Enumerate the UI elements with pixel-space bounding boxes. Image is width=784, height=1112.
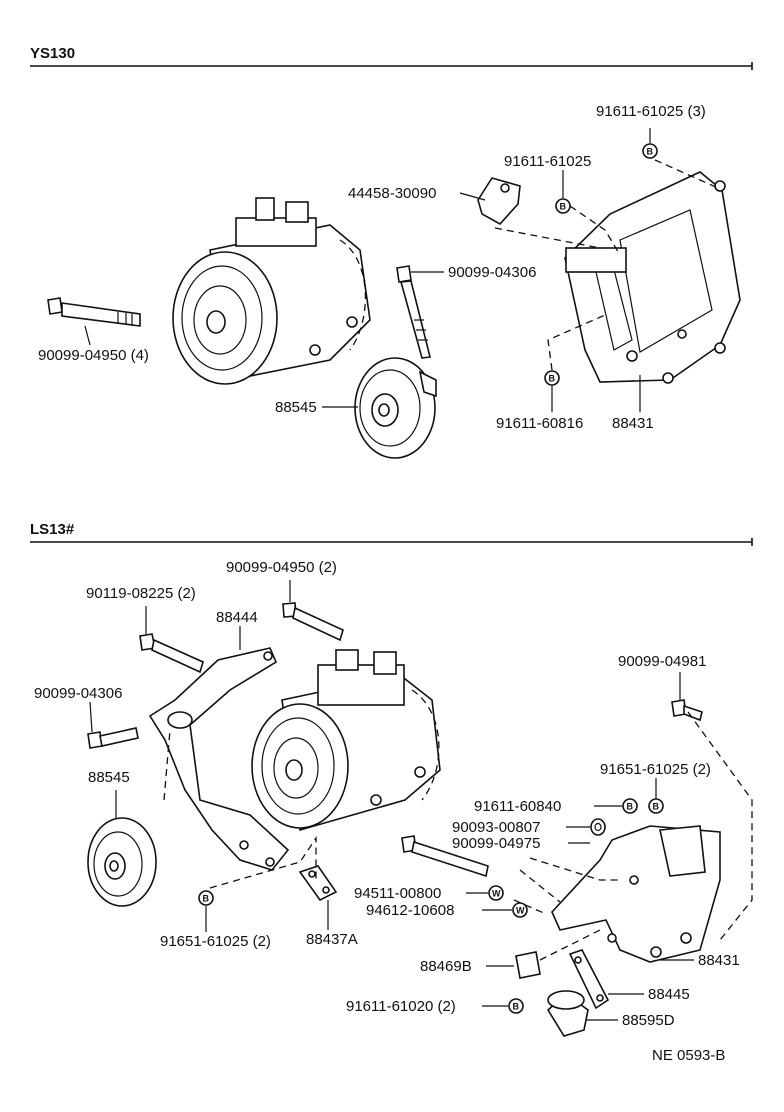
label-94511-00800: 94511-00800 — [354, 885, 441, 902]
label-88469b: 88469B — [420, 958, 472, 975]
section-title-ls13: LS13# — [30, 521, 75, 538]
washer-b-91611-61020: B — [508, 998, 524, 1014]
plate-88437a — [298, 865, 338, 902]
label-88444: 88444 — [216, 609, 258, 626]
svg-text:B: B — [653, 802, 660, 812]
svg-text:W: W — [516, 906, 525, 916]
bolt-90099-04306-top — [396, 265, 431, 359]
svg-text:B: B — [627, 802, 634, 812]
label-90099-04306-top: 90099-04306 — [448, 264, 536, 281]
svg-text:B: B — [647, 147, 654, 157]
svg-text:W: W — [492, 889, 501, 899]
washer-b-right-top: B — [648, 798, 664, 814]
washer-b-91611-60840: B — [622, 798, 638, 814]
label-91651-61025-2-left: 91651-61025 (2) — [160, 933, 271, 950]
svg-text:B: B — [549, 374, 556, 384]
label-88545-bottom: 88545 — [88, 769, 130, 786]
svg-text:B: B — [560, 202, 567, 212]
label-91651-61025-2-right: 91651-61025 (2) — [600, 761, 711, 778]
label-90099-04975: 90099-04975 — [452, 835, 540, 852]
bracket-44458-30090 — [477, 177, 521, 226]
washer-b-2-top: B — [555, 198, 571, 214]
bolt-90099-04950-top — [47, 297, 141, 327]
washer-w-94612: W — [512, 902, 528, 918]
diagram-code: NE 0593-B — [652, 1047, 725, 1064]
section-title-ys130: YS130 — [30, 45, 75, 62]
compressor-bottom — [251, 649, 441, 832]
label-91611-60840: 91611-60840 — [474, 798, 561, 815]
roller-88595d — [546, 990, 589, 1037]
label-88437a: 88437A — [306, 931, 358, 948]
label-44458-30090: 44458-30090 — [348, 185, 436, 202]
pulley-88545-bottom — [87, 817, 157, 907]
label-91611-61025: 91611-61025 — [504, 153, 591, 170]
label-90099-04981: 90099-04981 — [618, 653, 706, 670]
label-90099-04950-4: 90099-04950 (4) — [38, 347, 149, 364]
bolt-90099-04950-bottom — [282, 602, 344, 642]
label-88445: 88445 — [648, 986, 690, 1003]
bolt-90099-04975 — [401, 835, 489, 878]
label-94612-10608: 94612-10608 — [366, 902, 454, 919]
bracket-88431-top — [564, 171, 741, 384]
label-90119-08225-2: 90119-08225 (2) — [86, 585, 196, 602]
svg-text:B: B — [203, 894, 210, 904]
washer-90093-00807 — [590, 818, 606, 836]
label-90093-00807: 90093-00807 — [452, 819, 540, 836]
bracket-88431-bottom — [551, 825, 721, 963]
label-88431-top: 88431 — [612, 415, 654, 432]
spacer-88469b — [515, 951, 541, 979]
compressor-top — [172, 197, 371, 385]
bracket-88444 — [148, 647, 290, 871]
label-88431-bottom: 88431 — [698, 952, 740, 969]
bolt-90099-04306-bottom — [87, 727, 139, 749]
plate-88445 — [568, 949, 610, 1010]
svg-text:B: B — [513, 1002, 520, 1012]
bolt-90099-04981 — [671, 699, 703, 722]
label-91611-60816: 91611-60816 — [496, 415, 583, 432]
washer-b-3-top: B — [544, 370, 560, 386]
label-90099-04306-bottom: 90099-04306 — [34, 685, 122, 702]
bolt-90119-08225 — [139, 633, 204, 674]
washer-w-94511: W — [488, 885, 504, 901]
washer-b-91651-left: B — [198, 890, 214, 906]
washer-b-1-top: B — [642, 143, 658, 159]
label-91611-61020-2: 91611-61020 (2) — [346, 998, 456, 1015]
pulley-88545-top — [354, 357, 437, 459]
label-88545-top: 88545 — [275, 399, 317, 416]
label-91611-61025-3: 91611-61025 (3) — [596, 103, 706, 120]
label-88595d: 88595D — [622, 1012, 675, 1029]
label-90099-04950-2: 90099-04950 (2) — [226, 559, 337, 576]
